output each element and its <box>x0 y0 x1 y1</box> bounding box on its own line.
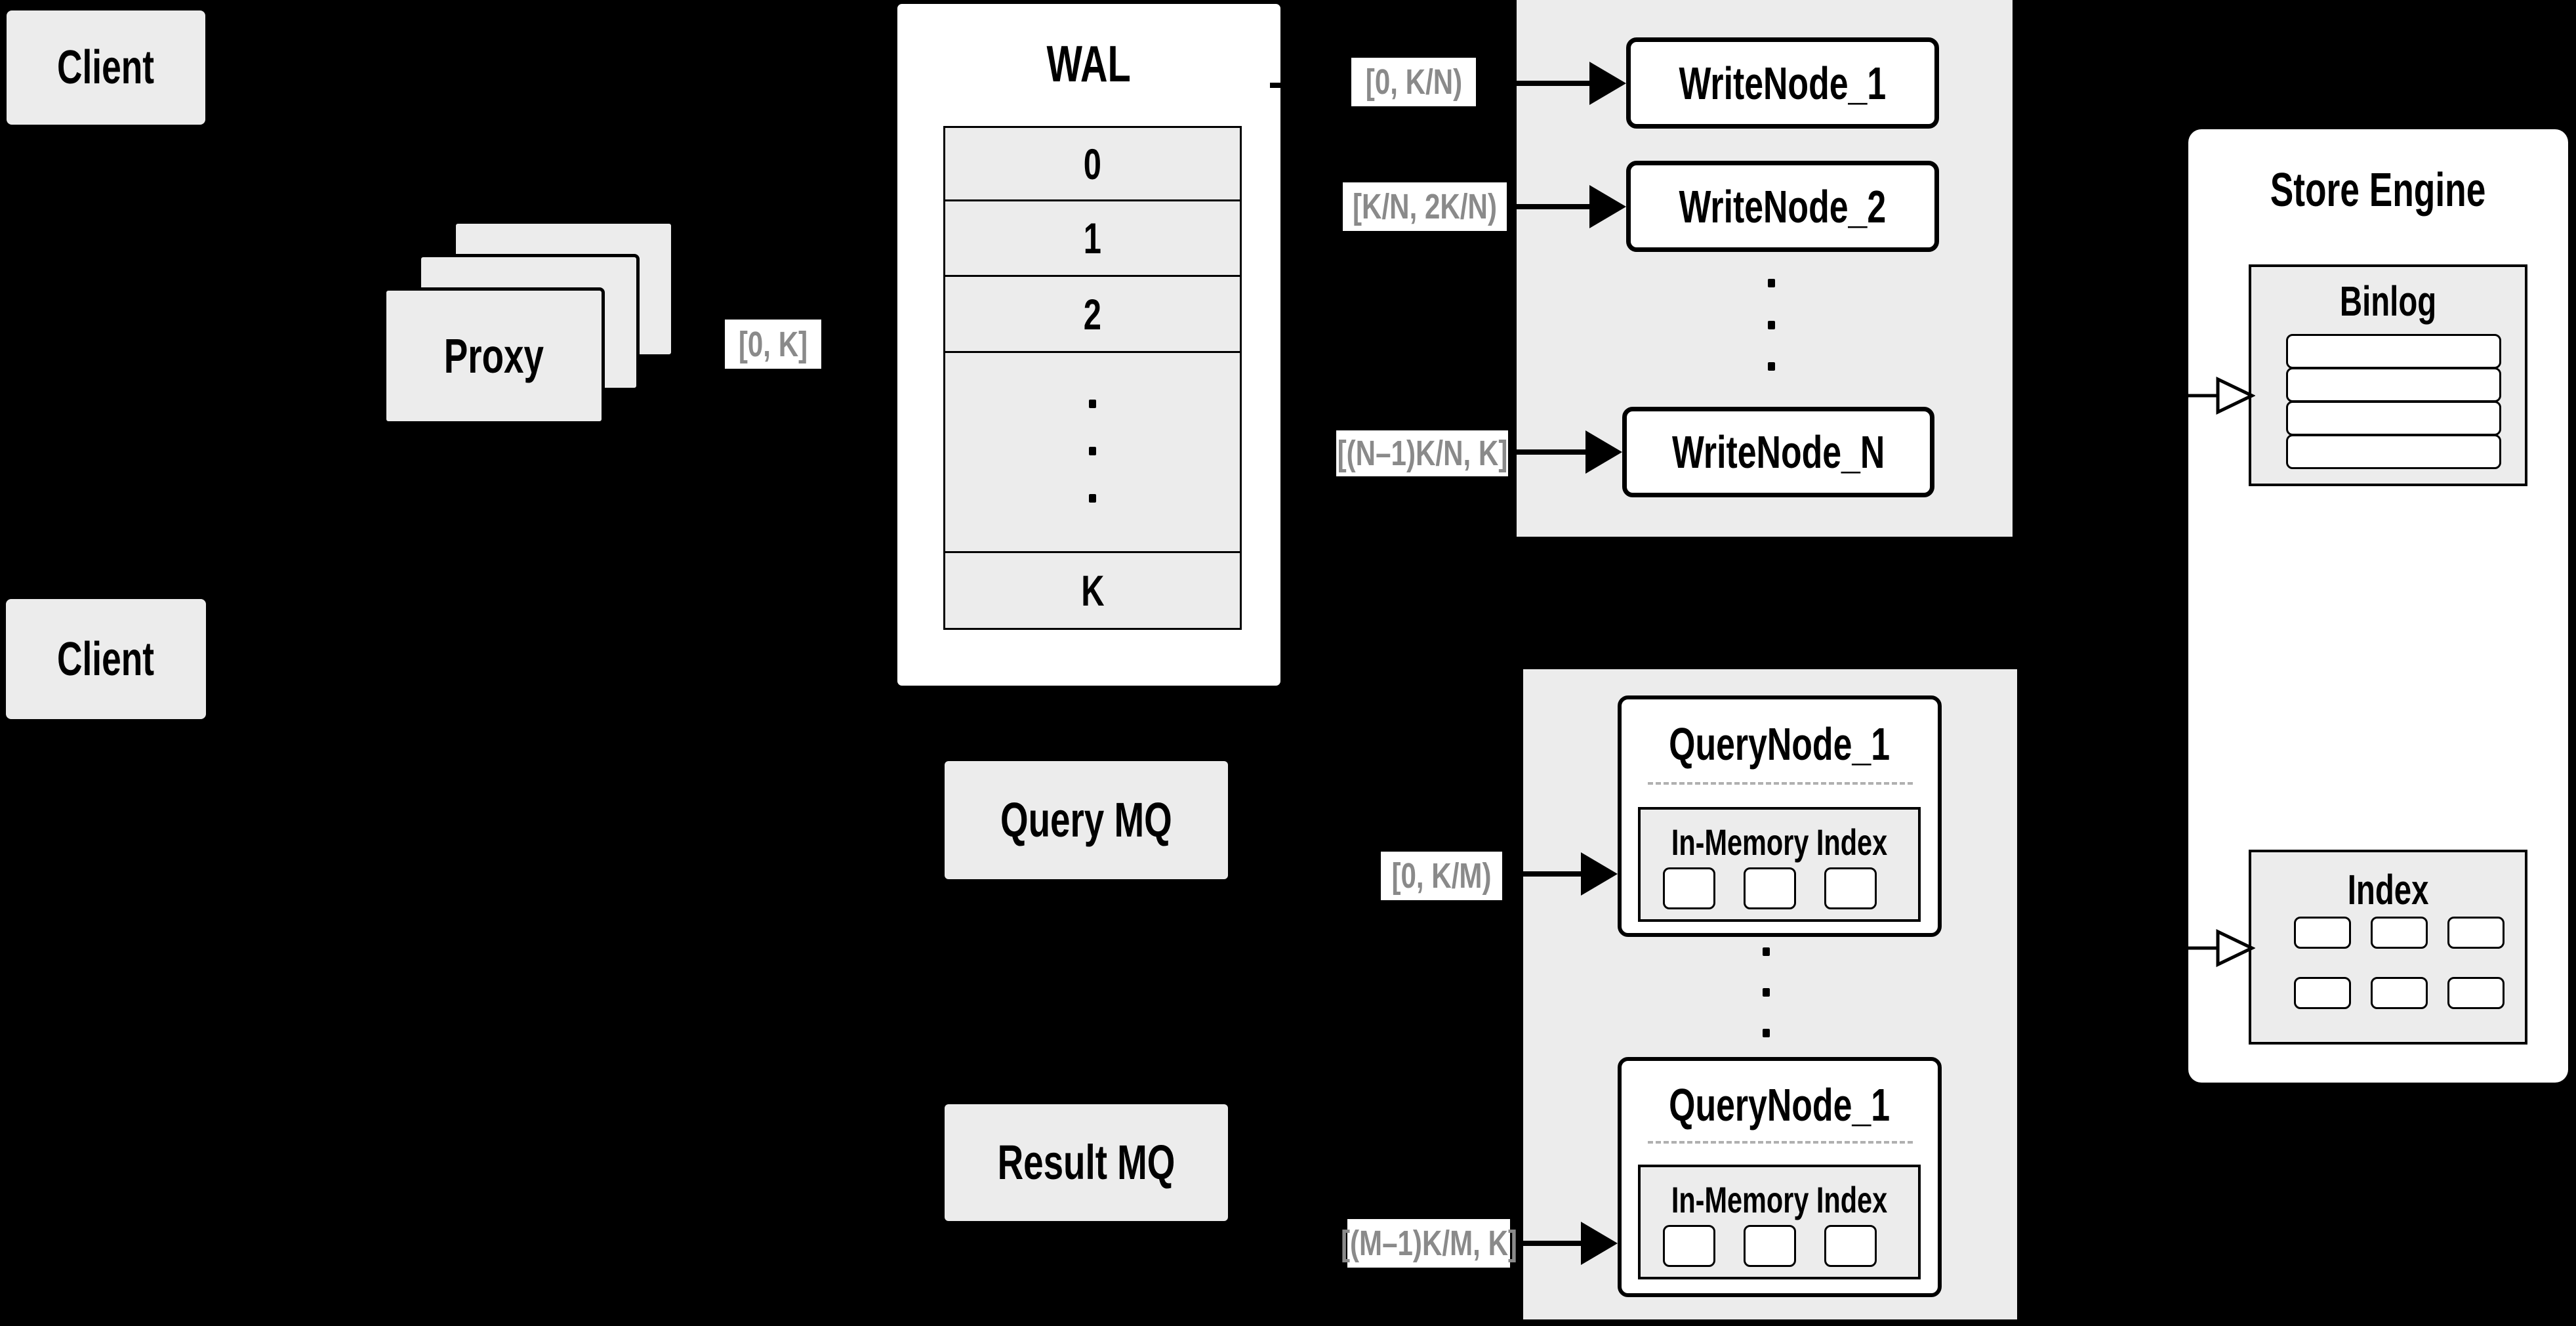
query-range-label-1: [0, K/M) <box>1381 852 1502 900</box>
index-box: Index <box>2249 850 2527 1045</box>
dashed-divider <box>1648 782 1913 785</box>
proxy-card-front: Proxy <box>383 287 605 425</box>
wal-title: WAL <box>1046 35 1132 93</box>
result-mq-label: Result MQ <box>997 1135 1176 1190</box>
index-cell <box>2294 917 2351 949</box>
binlog-title: Binlog <box>2339 278 2437 325</box>
index-cell <box>2294 977 2351 1009</box>
ellipsis-dots-icon <box>1089 400 1096 505</box>
arrow-head-icon <box>1589 185 1626 228</box>
arrow-line <box>1517 81 1593 86</box>
segment-cell <box>1824 1225 1877 1267</box>
ellipsis-dot <box>1768 279 1775 287</box>
hollow-arrow-icon <box>2188 377 2255 415</box>
wal-segment-row: K <box>943 551 1242 630</box>
binlog-row <box>2286 334 2501 369</box>
wal-segment-table: 0 1 2 K <box>943 126 1242 630</box>
query-node-bottom: QueryNode_1 In-Memory Index <box>1618 1057 1942 1297</box>
write-range-label-2: [K/N, 2K/N) <box>1343 182 1507 231</box>
query-node-title: QueryNode_1 <box>1669 1079 1891 1130</box>
index-cell <box>2447 917 2504 949</box>
arrow-head-icon <box>1585 430 1622 474</box>
segment-cell <box>1663 1225 1715 1267</box>
segment-cell <box>1663 867 1715 909</box>
arrow-line <box>1517 449 1589 455</box>
client-top-label: Client <box>57 41 155 94</box>
ellipsis-dot <box>1768 321 1775 329</box>
ellipsis-dot <box>1768 362 1775 371</box>
write-node-1: WriteNode_1 <box>1626 37 1939 129</box>
wal-segment-row: 0 <box>943 126 1242 201</box>
in-memory-index-title: In-Memory Index <box>1671 821 1888 863</box>
arrow-head-icon <box>1581 852 1618 896</box>
write-range-label-1: [0, K/N) <box>1351 58 1476 106</box>
query-range-label-m: [(M–1)K/M, K] <box>1340 1219 1517 1268</box>
in-memory-index-title: In-Memory Index <box>1671 1179 1888 1220</box>
proxy-label: Proxy <box>443 328 544 383</box>
wal-ellipsis-row <box>943 351 1242 553</box>
query-node-top: QueryNode_1 In-Memory Index <box>1618 695 1942 937</box>
index-cell <box>2447 977 2504 1009</box>
query-mq-label: Query MQ <box>1000 793 1172 847</box>
arrow-head-icon <box>1581 1222 1618 1265</box>
write-node-n: WriteNode_N <box>1622 407 1934 497</box>
query-node-title: QueryNode_1 <box>1669 718 1891 770</box>
segment-cell <box>1824 867 1877 909</box>
segment-cell <box>1744 867 1796 909</box>
arrow-line <box>1517 204 1593 209</box>
arrow-line <box>1523 1241 1585 1246</box>
client-bottom-label: Client <box>57 632 155 686</box>
binlog-row <box>2286 401 2501 436</box>
wal-segment-row: 1 <box>943 199 1242 277</box>
store-engine-title: Store Engine <box>2270 164 2486 217</box>
wal-segment-row: 2 <box>943 275 1242 353</box>
wal-title-row: WAL <box>897 38 1280 89</box>
proxy-range-label: [0, K] <box>725 320 821 369</box>
query-mq-box: Query MQ <box>945 761 1228 879</box>
binlog-row <box>2286 434 2501 469</box>
ellipsis-dot <box>1763 988 1770 997</box>
write-node-2: WriteNode_2 <box>1626 161 1939 252</box>
store-engine-box: Store Engine Binlog Index <box>2188 129 2568 1083</box>
in-memory-index-box: In-Memory Index <box>1638 807 1921 922</box>
result-mq-box: Result MQ <box>945 1104 1228 1221</box>
dashed-divider <box>1648 1141 1913 1144</box>
ellipsis-dot <box>1763 947 1770 956</box>
arrow-stub <box>1270 83 1280 88</box>
store-engine-title-row: Store Engine <box>2188 167 2568 214</box>
client-box-top: Client <box>7 10 205 125</box>
arrow-line <box>1523 871 1585 877</box>
arrow-head-icon <box>1589 62 1626 105</box>
segment-cell <box>1744 1225 1796 1267</box>
binlog-row <box>2286 367 2501 402</box>
ellipsis-dot <box>1763 1029 1770 1037</box>
index-cell <box>2371 977 2428 1009</box>
index-title: Index <box>2347 866 2429 913</box>
wal-box: WAL 0 1 2 K <box>895 2 1282 688</box>
hollow-arrow-icon <box>2188 929 2255 967</box>
index-cell <box>2371 917 2428 949</box>
binlog-box: Binlog <box>2249 264 2527 486</box>
in-memory-index-box: In-Memory Index <box>1638 1165 1921 1279</box>
client-box-bottom: Client <box>6 599 206 719</box>
write-range-label-n: [(N–1)K/N, K] <box>1336 430 1508 476</box>
